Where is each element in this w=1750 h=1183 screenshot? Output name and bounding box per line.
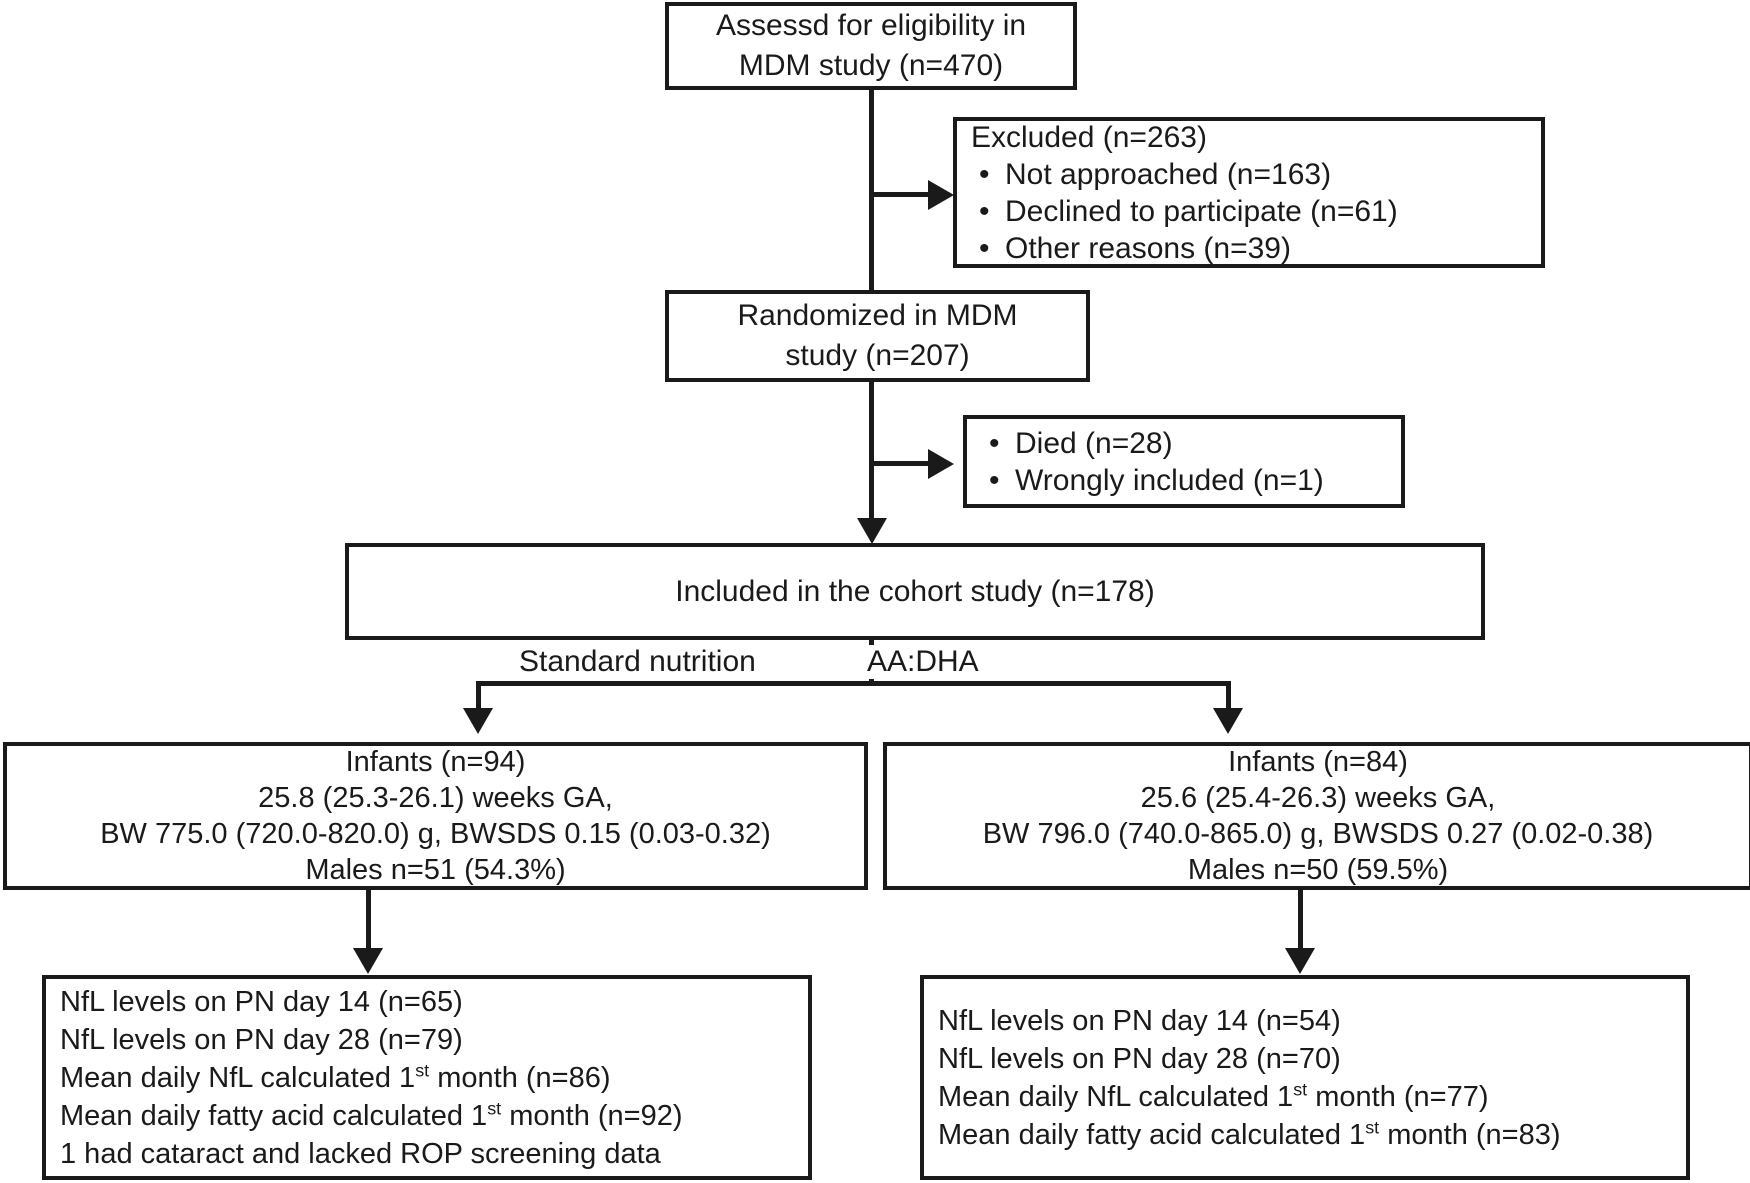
excluded-reason-item: Other reasons (n=39) — [971, 230, 1398, 267]
infants-left-line-2: 25.8 (25.3-26.1) weeks GA, — [258, 782, 613, 814]
attrition-list: Died (n=28) Wrongly included (n=1) — [981, 425, 1324, 499]
outcome-line: 1 had cataract and lacked ROP screening … — [60, 1137, 661, 1170]
connector-split-bus — [476, 681, 1231, 686]
connector-randomized-to-included — [869, 382, 874, 520]
arrowhead-to-excluded — [928, 180, 954, 210]
outcome-line: NfL levels on PN day 14 (n=65) — [60, 985, 463, 1018]
excluded-reason-list: Not approached (n=163) Declined to parti… — [971, 156, 1398, 267]
infants-left-line-3: BW 775.0 (720.0-820.0) g, BWSDS 0.15 (0.… — [100, 818, 771, 850]
edge-label-right-arm: AA:DHA — [861, 645, 985, 679]
outcome-line: NfL levels on PN day 28 (n=70) — [938, 1042, 1341, 1075]
node-post-randomization-losses: Died (n=28) Wrongly included (n=1) — [963, 415, 1405, 508]
outcome-line: Mean daily fatty acid calculated 1st mon… — [938, 1116, 1561, 1151]
node-outcomes-standard-nutrition: NfL levels on PN day 14 (n=65) NfL level… — [42, 975, 812, 1180]
node-outcomes-aa-dha: NfL levels on PN day 14 (n=54) NfL level… — [920, 975, 1690, 1180]
connector-right-infants-to-outcomes — [1298, 890, 1303, 952]
connector-assessed-to-randomized — [869, 90, 874, 290]
excluded-reason-item: Declined to participate (n=61) — [971, 193, 1398, 230]
infants-left-line-4: Males n=51 (54.3%) — [305, 854, 566, 886]
included-line-1: Included in the cohort study (n=178) — [675, 574, 1155, 608]
arrowhead-left-outcomes — [353, 948, 383, 974]
randomized-line-2: study (n=207) — [785, 339, 970, 372]
infants-right-line-3: BW 796.0 (740.0-865.0) g, BWSDS 0.27 (0.… — [982, 818, 1654, 850]
assessed-line-1: Assessd for eligibility in — [715, 9, 1027, 42]
node-assessed-for-eligibility: Assessd for eligibility in MDM study (n=… — [665, 2, 1077, 90]
outcome-line: Mean daily NfL calculated 1st month (n=8… — [60, 1059, 611, 1094]
connector-to-excluded — [872, 192, 930, 197]
arrowhead-left-arm — [463, 708, 493, 734]
attrition-item: Died (n=28) — [981, 425, 1324, 462]
node-excluded: Excluded (n=263) Not approached (n=163) … — [953, 117, 1545, 268]
outcome-line: Mean daily NfL calculated 1st month (n=7… — [938, 1078, 1489, 1113]
connector-left-infants-to-outcomes — [366, 890, 371, 952]
connector-right-arm-drop — [1226, 681, 1231, 713]
outcome-line: NfL levels on PN day 28 (n=79) — [60, 1023, 463, 1056]
assessed-line-2: MDM study (n=470) — [738, 49, 1004, 82]
infants-right-line-2: 25.6 (25.4-26.3) weeks GA, — [1140, 782, 1496, 814]
infants-right-line-4: Males n=50 (59.5%) — [1187, 854, 1449, 886]
infants-left-line-1: Infants (n=94) — [345, 746, 526, 778]
node-infants-aa-dha: Infants (n=84) 25.6 (25.4-26.3) weeks GA… — [883, 742, 1750, 890]
randomized-line-1: Randomized in MDM — [737, 299, 1018, 332]
outcome-line: Mean daily fatty acid calculated 1st mon… — [60, 1097, 683, 1132]
arrowhead-to-included — [857, 518, 887, 544]
attrition-item: Wrongly included (n=1) — [981, 462, 1324, 499]
edge-label-left-arm: Standard nutrition — [513, 645, 762, 679]
node-infants-standard-nutrition: Infants (n=94) 25.8 (25.3-26.1) weeks GA… — [3, 742, 868, 890]
connector-to-attrition — [872, 461, 930, 466]
arrowhead-right-arm — [1213, 708, 1243, 734]
connector-left-arm-drop — [476, 681, 481, 713]
arrowhead-to-attrition — [928, 449, 954, 479]
node-randomized: Randomized in MDM study (n=207) — [665, 290, 1090, 382]
node-included-in-cohort: Included in the cohort study (n=178) — [345, 543, 1485, 640]
arrowhead-right-outcomes — [1285, 948, 1315, 974]
infants-right-line-1: Infants (n=84) — [1228, 746, 1408, 778]
outcome-line: NfL levels on PN day 14 (n=54) — [938, 1004, 1341, 1037]
excluded-heading: Excluded (n=263) — [971, 120, 1207, 154]
excluded-reason-item: Not approached (n=163) — [971, 156, 1398, 193]
